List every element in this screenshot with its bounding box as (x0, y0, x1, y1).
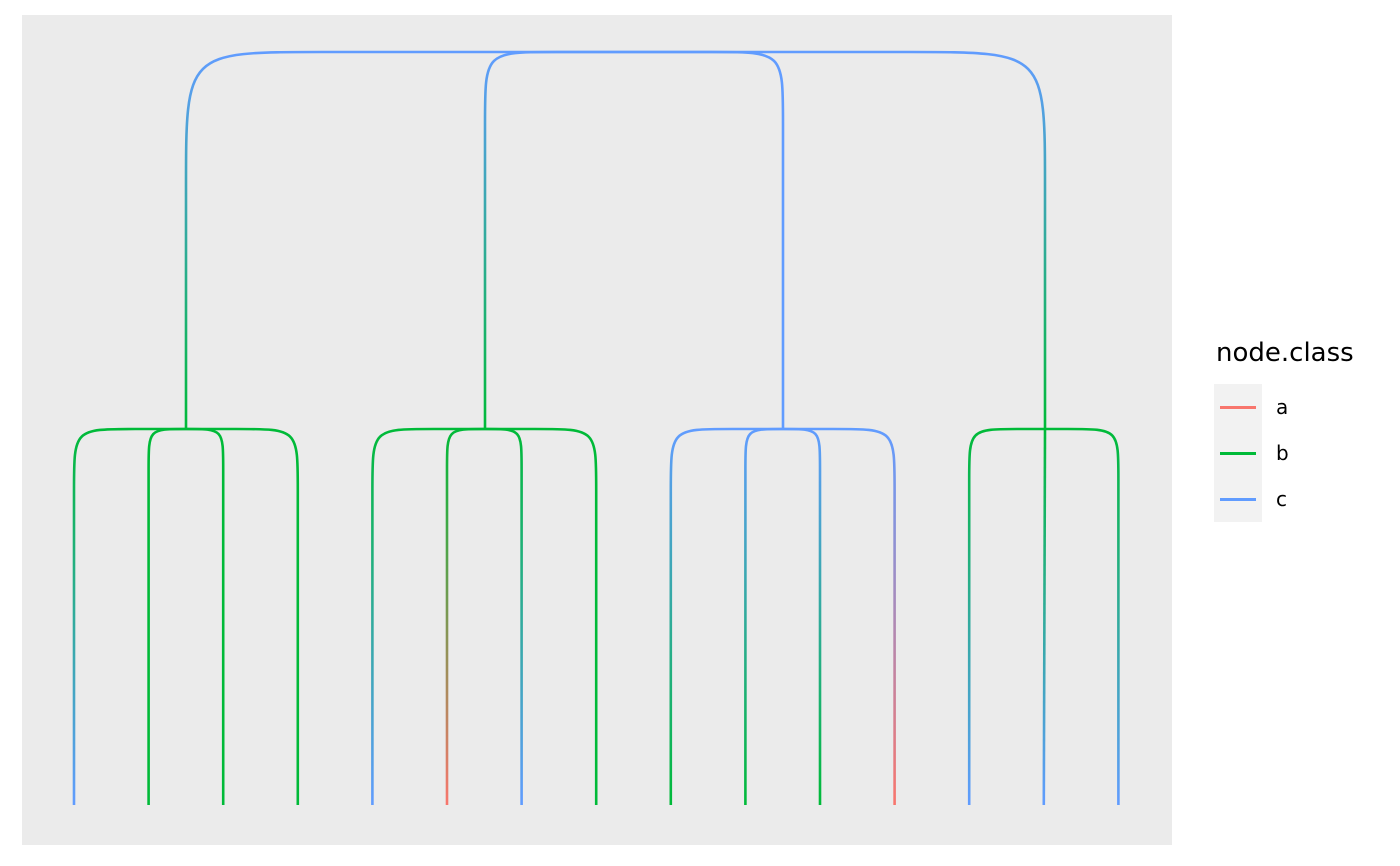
legend-line-a (1220, 406, 1256, 409)
edge-root-group-4 (634, 50, 1047, 429)
legend-key-a (1214, 384, 1262, 430)
edge-group-4-leaf-3 (1045, 427, 1120, 805)
edge-group-2-leaf-1 (371, 427, 485, 805)
edge-group-3-leaf-2 (744, 427, 784, 805)
legend-label-b: b (1276, 441, 1289, 465)
edge-group-1-leaf-1 (72, 427, 186, 805)
legend-item-c: c (1214, 476, 1400, 522)
edge-root-group-2 (483, 50, 634, 429)
edge-group-3-leaf-1 (669, 427, 783, 805)
edge-group-1-leaf-2 (147, 427, 187, 805)
edge-group-2-leaf-2 (445, 427, 486, 805)
legend: node.class a b c (1214, 336, 1400, 522)
legend-label-c: c (1276, 487, 1287, 511)
legend-line-c (1220, 498, 1256, 501)
legend-item-b: b (1214, 430, 1400, 476)
legend-line-b (1220, 452, 1256, 455)
edge-group-4-leaf-2 (1042, 428, 1047, 806)
legend-title: node.class (1216, 338, 1354, 368)
legend-item-a: a (1214, 384, 1400, 430)
edge-group-4-leaf-1 (967, 427, 1045, 805)
edge-group-2-leaf-4 (485, 427, 598, 805)
edge-root-group-1 (184, 50, 634, 429)
legend-label-a: a (1276, 395, 1289, 419)
legend-key-b (1214, 430, 1262, 476)
legend-key-c (1214, 476, 1262, 522)
edge-group-1-leaf-4 (186, 427, 300, 805)
legend-keys: a b c (1214, 384, 1400, 522)
edge-group-3-leaf-4 (783, 427, 896, 805)
dendrogram-edges (72, 50, 1120, 806)
